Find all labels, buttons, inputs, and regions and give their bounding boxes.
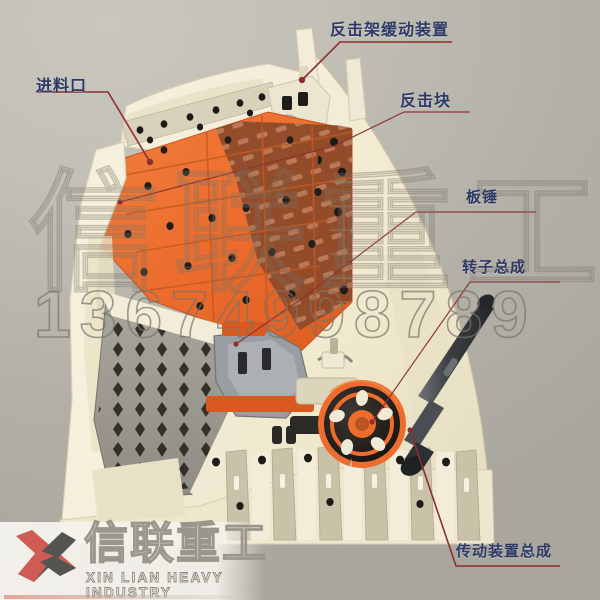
rotor-fittings [272,338,345,444]
logo-chinese-name: 信联重工 [83,518,268,569]
leader-blow-bar [235,211,536,345]
impact-frame-bracket [206,322,314,419]
label-rotor-assembly: 转子总成 [462,258,527,276]
brand-banner: 信联重工 XIN LIAN HEAVY INDUSTRY [0,518,600,600]
flywheel-rotor [318,379,406,468]
leader-arrow-tips [117,76,413,433]
x-logo-mark [16,530,76,582]
label-feed-inlet: 进料口 [36,76,88,95]
label-impact-block: 反击块 [400,91,452,110]
leader-impact-block [119,111,470,203]
hydraulic-cylinder [400,294,495,476]
label-blow-bar: 板锤 [466,188,499,206]
watermark-company-text: 信联重工 [27,157,600,311]
crushing-chamber [91,111,353,353]
leader-feed-inlet [36,91,151,163]
banner-accent-strip [4,595,274,599]
watermark-phone-number: 13674998789 [33,277,537,351]
feed-hopper-hood [119,63,301,151]
leader-impact-damper [301,41,452,81]
label-impact-damper: 反击架缓动装置 [330,20,450,39]
company-logo: 信联重工 XIN LIAN HEAVY INDUSTRY [8,518,308,600]
body-bolt-detail [314,137,352,469]
leader-rotor-assembly [371,281,560,423]
